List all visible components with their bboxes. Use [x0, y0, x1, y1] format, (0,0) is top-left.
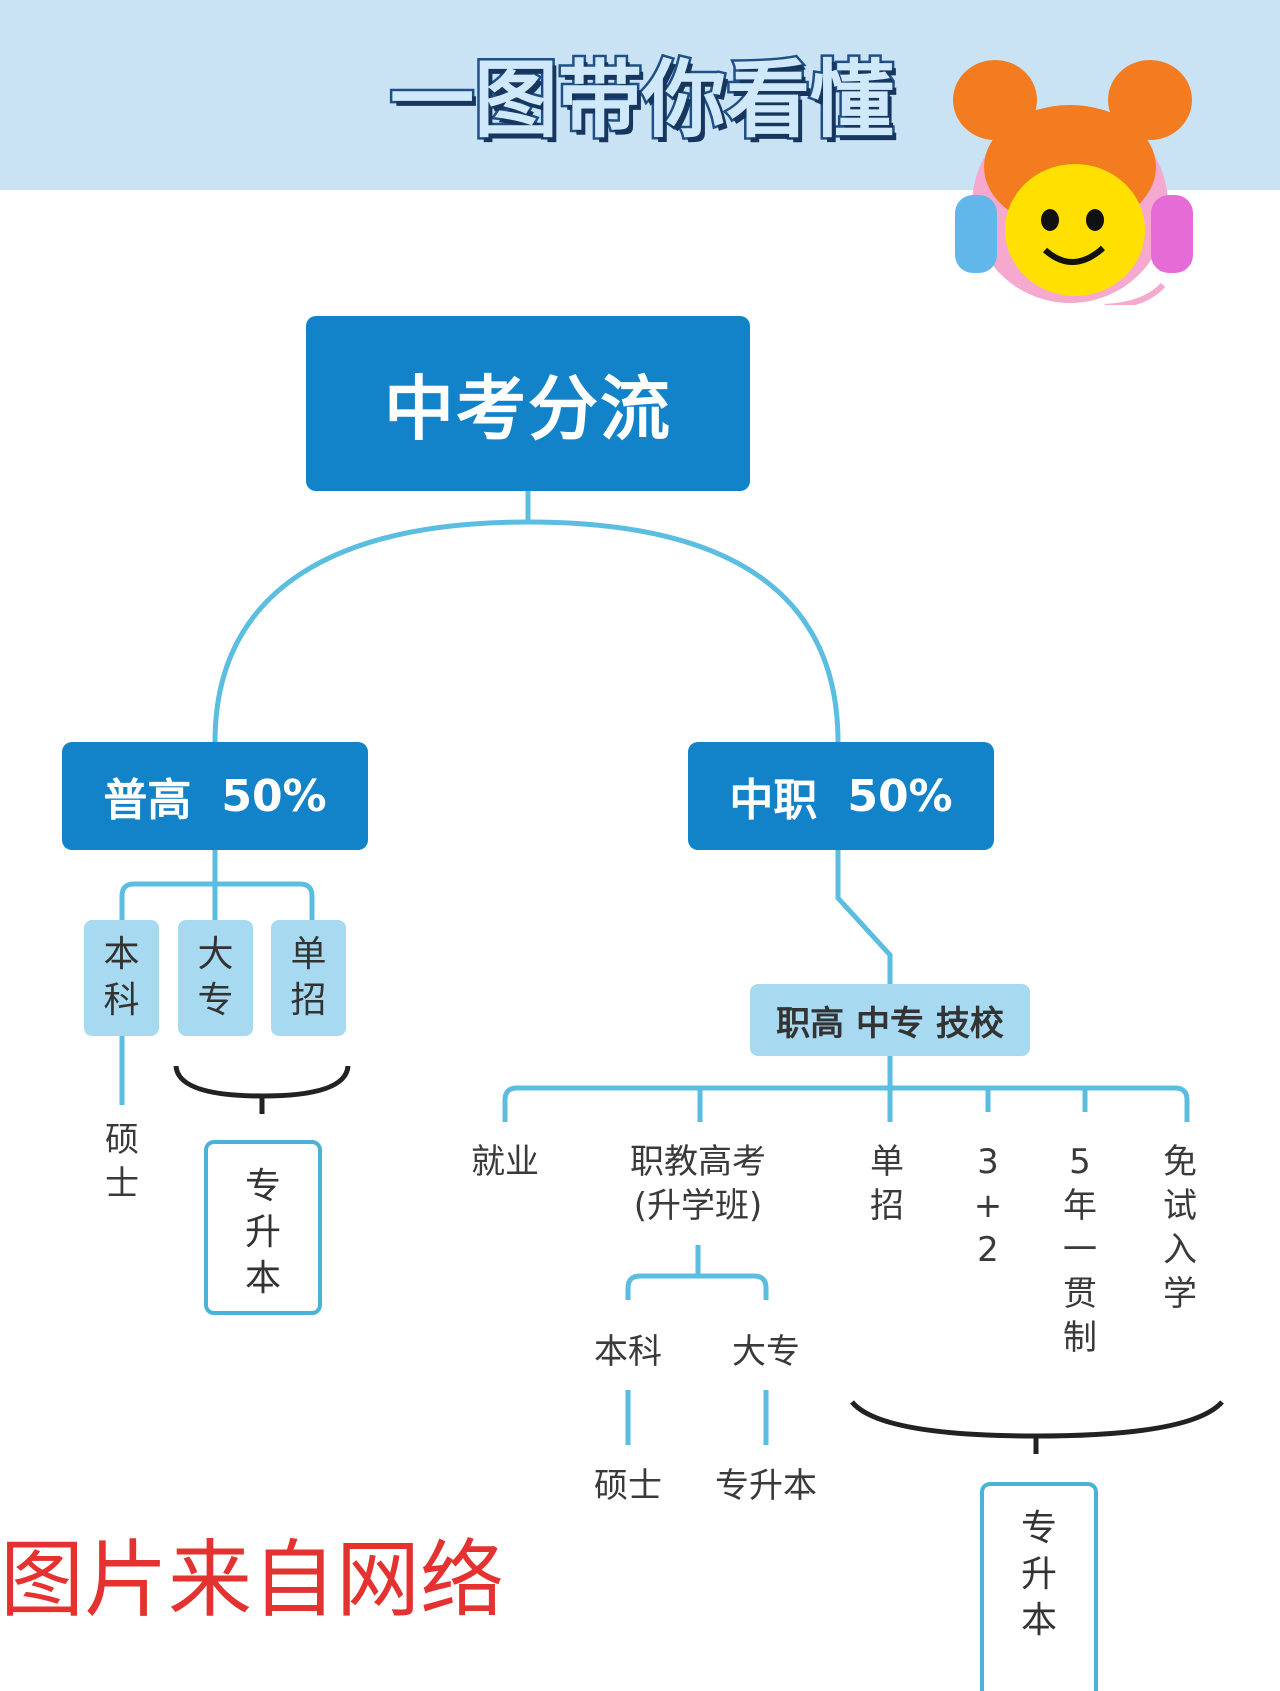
box-char: 专 [1020, 1508, 1057, 1549]
undergraduate-option: 本 科 [84, 920, 159, 1036]
label-char: 单 [870, 1142, 904, 1182]
label-char: 5 [1069, 1142, 1091, 1182]
option-char: 科 [103, 980, 140, 1021]
smiling-face-with-headphones-icon [953, 60, 1193, 305]
option-char: 本 [103, 934, 140, 975]
label-char: 制 [1063, 1318, 1097, 1358]
general-high-school-percent: 50% [221, 770, 327, 822]
root-node: 中考分流 [306, 316, 750, 491]
upgrade-to-bachelor-box: 专 升 本 [980, 1482, 1098, 1691]
label-char: 年 [1063, 1186, 1097, 1226]
vocational-exam-label: 职教高考 [630, 1142, 766, 1182]
box-char: 升 [1020, 1554, 1057, 1595]
label-char: 2 [977, 1230, 999, 1270]
junior-college-option: 大 专 [178, 920, 253, 1036]
label-char: 贯 [1063, 1274, 1097, 1314]
master-degree-label: 硕士 [594, 1466, 662, 1506]
vocational-school-label: 中职 [729, 775, 818, 826]
source-watermark: 图片来自网络 [0, 1531, 505, 1629]
employment-label: 就业 [471, 1142, 539, 1182]
option-char: 大 [197, 934, 234, 975]
undergraduate-label: 本科 [594, 1332, 662, 1372]
box-char: 升 [244, 1212, 281, 1253]
five-year-program-label: 5 年 一 贯 制 [1055, 1140, 1105, 1360]
exam-free-admission-label: 免 试 入 学 [1155, 1140, 1205, 1316]
single-enrollment-label: 单 招 [862, 1140, 912, 1228]
school-types-node: 职高 中专 技校 [750, 984, 1030, 1056]
vocational-school-node: 中职 50% [688, 742, 994, 850]
upgrade-to-bachelor-box: 专 升 本 [204, 1140, 322, 1315]
label-char: 学 [1163, 1274, 1197, 1314]
label-char: 硕 [105, 1120, 139, 1160]
three-plus-two-label: 3 + 2 [963, 1140, 1013, 1272]
label-char: 一 [1063, 1230, 1097, 1270]
label-char: + [973, 1186, 1003, 1226]
label-char: 招 [870, 1186, 904, 1226]
option-char: 专 [197, 980, 234, 1021]
junior-college-label: 大专 [732, 1332, 800, 1372]
label-char: 试 [1163, 1186, 1197, 1226]
label-char: 入 [1163, 1230, 1197, 1270]
master-degree-label: 硕 士 [98, 1118, 146, 1206]
option-char: 单 [290, 934, 327, 975]
page-title: 一图带你看懂 [388, 50, 897, 151]
label-char: 免 [1163, 1142, 1197, 1182]
general-high-school-node: 普高 50% [62, 742, 368, 850]
single-enrollment-option: 单 招 [271, 920, 346, 1036]
vocational-school-percent: 50% [847, 770, 953, 822]
label-char: 士 [105, 1164, 139, 1204]
box-char: 专 [244, 1166, 281, 1207]
general-high-school-label: 普高 [103, 775, 192, 826]
upgrade-to-bachelor-label: 专升本 [715, 1466, 817, 1506]
box-char: 本 [1020, 1600, 1057, 1641]
box-char: 本 [244, 1258, 281, 1299]
option-char: 招 [290, 980, 327, 1021]
vocational-exam-sublabel: (升学班) [633, 1186, 763, 1226]
label-char: 3 [977, 1142, 999, 1182]
